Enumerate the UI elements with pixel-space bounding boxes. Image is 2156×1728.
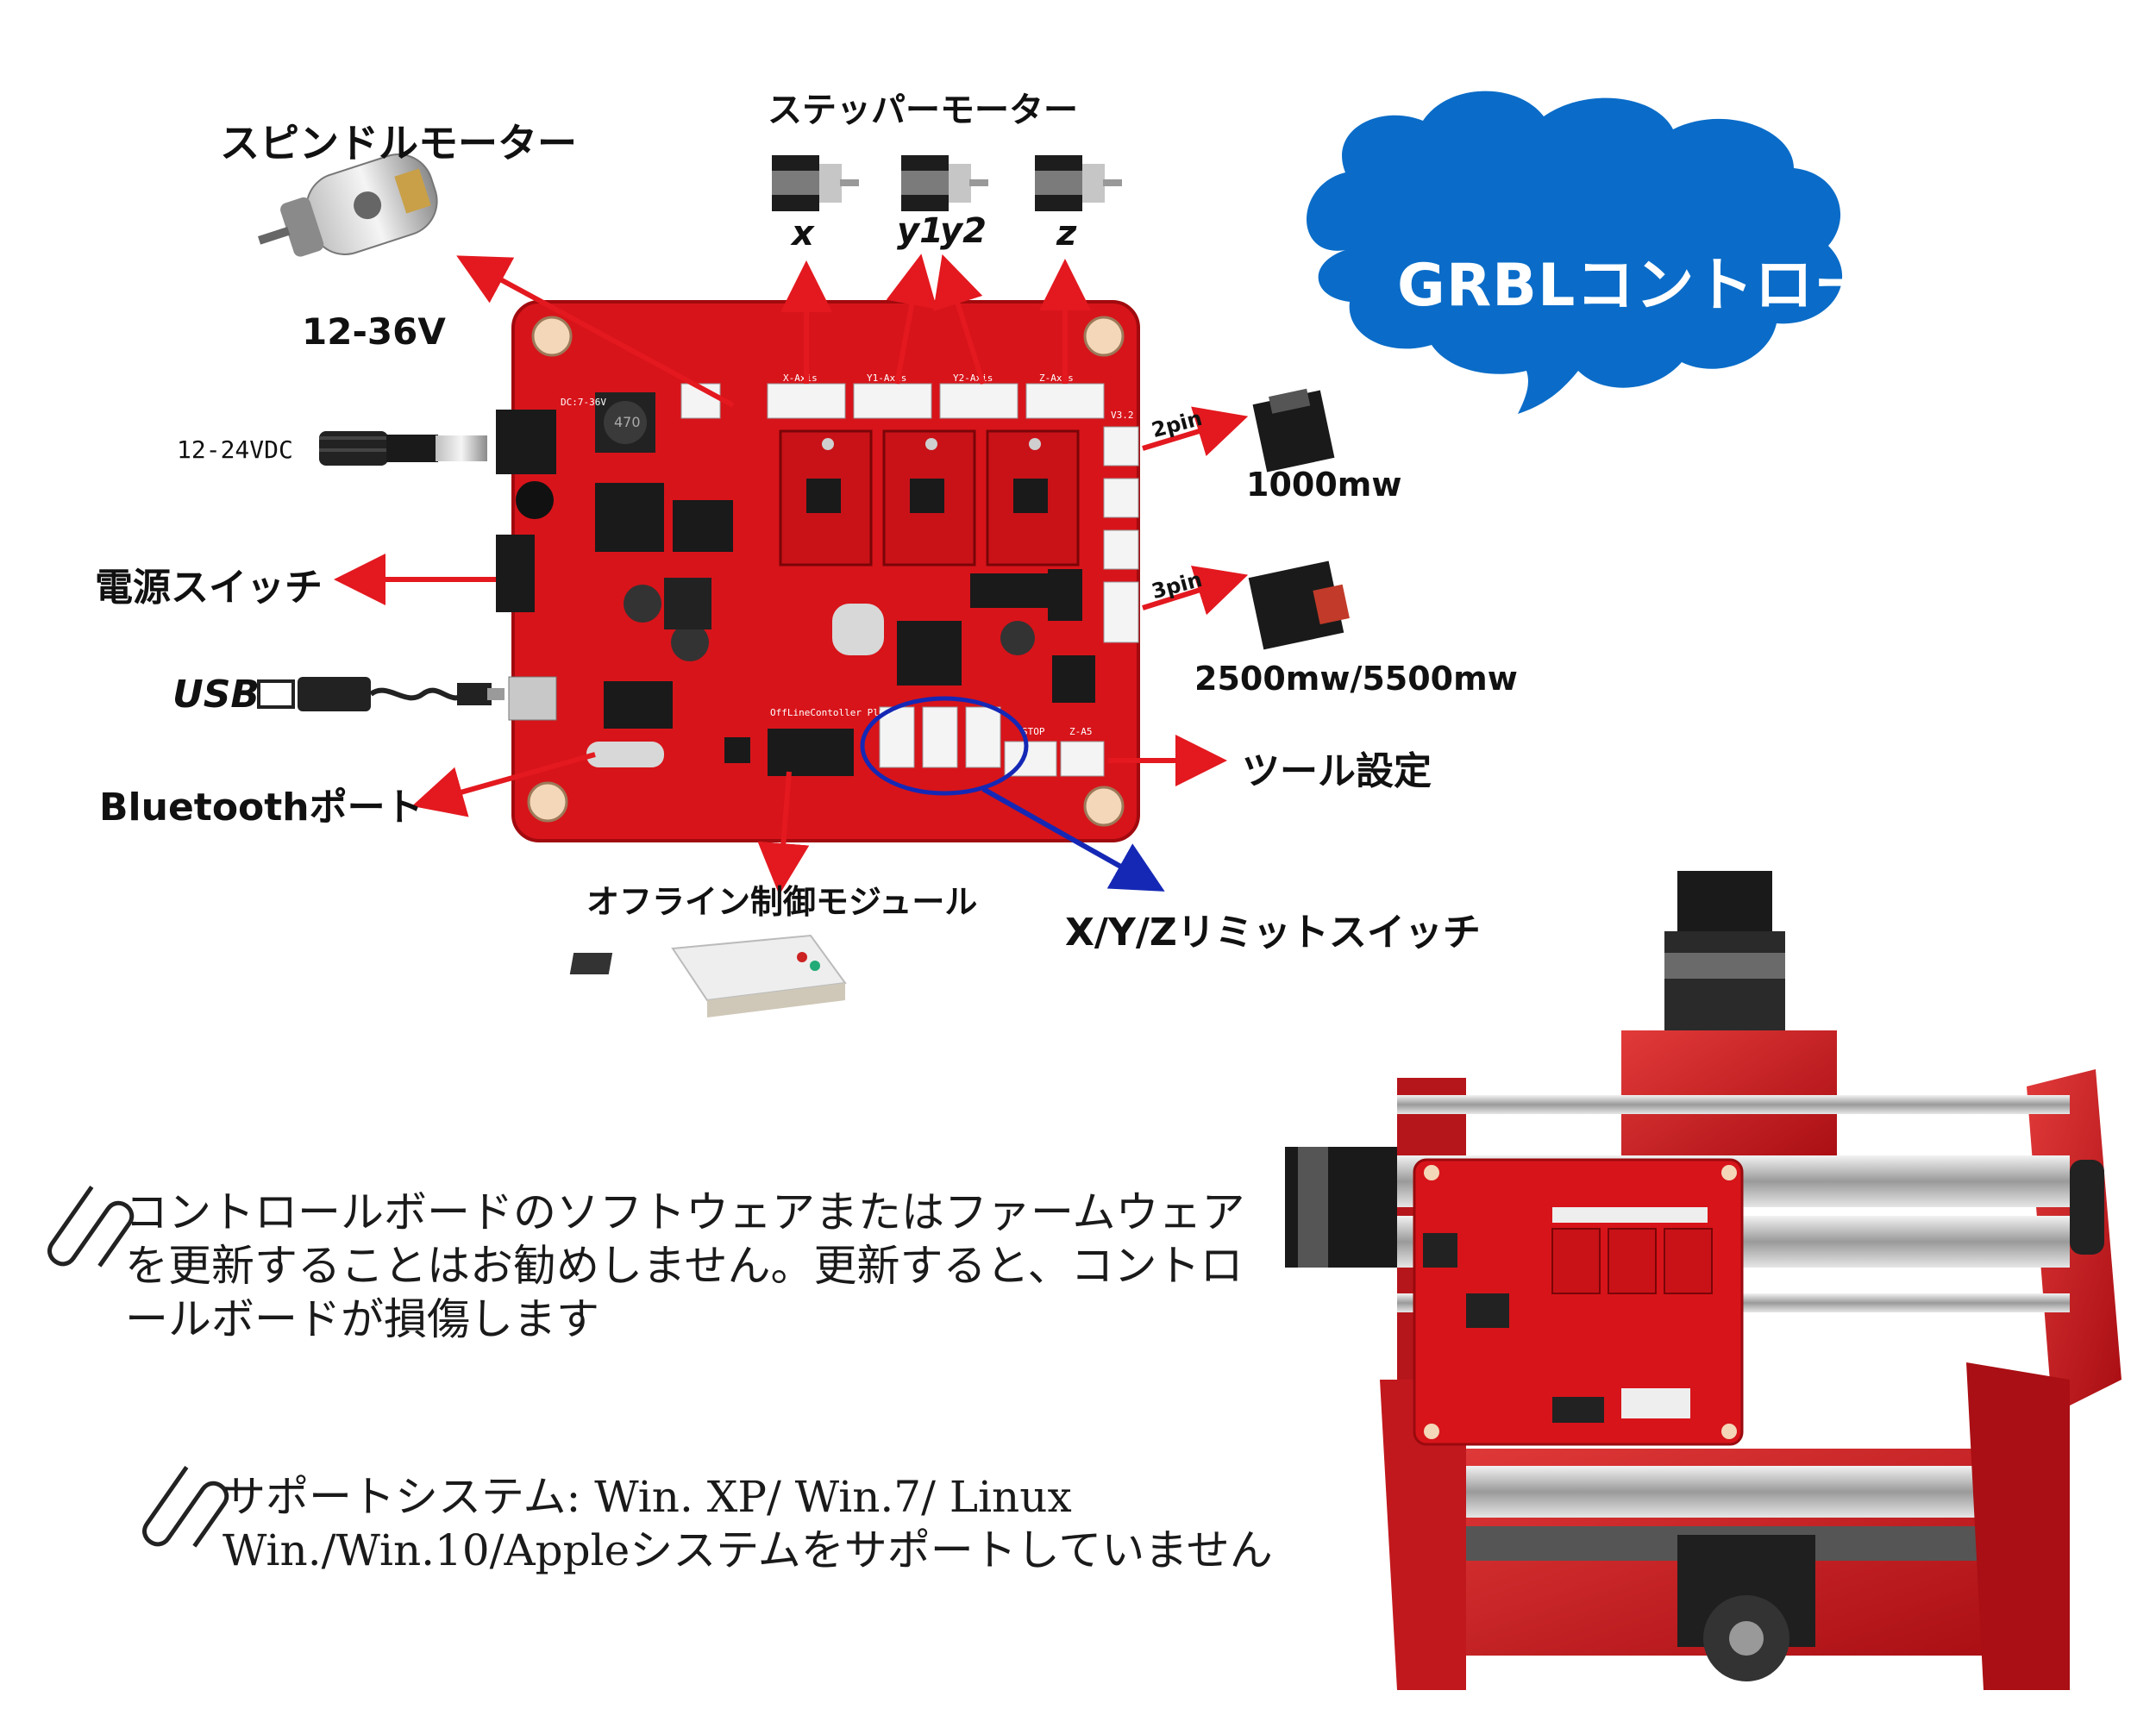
- label-stepper-motor: ステッパーモーター: [768, 91, 1078, 130]
- limit-switch-highlight: [860, 696, 1029, 796]
- paperclip-icon: [47, 1186, 135, 1268]
- label-spindle-voltage: 12-36V: [302, 310, 446, 353]
- label-power-switch: 電源スイッチ: [95, 566, 323, 610]
- label-laser-high: 2500mw/5500mw: [1194, 660, 1518, 698]
- laser-high-power-image: [1248, 560, 1350, 650]
- usb-cable-image: [257, 677, 505, 711]
- arrow-y1: [886, 254, 937, 385]
- label-laser-1000: 1000mw: [1246, 466, 1402, 504]
- paperclip-icon-2: [142, 1466, 229, 1548]
- silk-offline-plug: OffLineContoller Plug: [770, 707, 890, 718]
- grbl-control-board: DC:7-36V OffLineContoller Plug X-Axis Y1…: [496, 300, 1140, 842]
- label-axis-z: z: [1056, 214, 1077, 254]
- label-axis-y1: y1: [897, 211, 943, 251]
- arrow-y2: [933, 254, 986, 385]
- arrow-offline: [757, 771, 810, 895]
- label-dc-input: 12-24VDC: [177, 435, 293, 464]
- arrow-3pin: [1142, 565, 1249, 616]
- label-tool-setting: ツール設定: [1242, 749, 1432, 793]
- note-supported-systems: サポートシステム: Win. XP/ Win.7/ Linux Win./Win…: [222, 1472, 1273, 1575]
- arrow-2pin: [1142, 406, 1249, 456]
- silk-x-axis: X-Axis: [783, 373, 818, 384]
- arrow-bluetooth: [411, 752, 596, 817]
- arrow-limit-switch: [981, 786, 1165, 892]
- silk-dc: DC:7-36V: [561, 397, 606, 408]
- silk-y2-axis: Y2-Axis: [953, 373, 993, 384]
- title-cloud: [1307, 91, 1843, 414]
- label-bluetooth-port: Bluetoothポート: [99, 786, 423, 830]
- cnc-machine-image: [1285, 871, 2122, 1690]
- label-axis-x: x: [792, 214, 814, 254]
- note-firmware-warning: コントロールボードのソフトウェアまたはファームウェアを更新することはお勧めしませ…: [125, 1187, 1245, 1344]
- laser-1000mw-image: [1252, 388, 1335, 473]
- offline-controller-image: [569, 934, 847, 1017]
- silk-inductor: 470: [614, 414, 641, 430]
- stepper-motors-image: [772, 155, 1122, 211]
- label-axis-y2: y2: [940, 211, 987, 251]
- label-limit-switch: X/Y/Zリミットスイッチ: [1065, 911, 1481, 955]
- cloud-title: GRBLコントロールボード: [1397, 252, 2112, 320]
- silk-z-axis: Z-Axis: [1039, 373, 1074, 384]
- label-spindle-motor: スピンドルモーター: [220, 120, 577, 166]
- silk-z-a5: Z-A5: [1069, 726, 1093, 737]
- silk-stop: STOP: [1022, 726, 1045, 737]
- spindle-motor-image: [258, 153, 438, 257]
- label-offline-module: オフライン制御モジュール: [586, 883, 978, 921]
- dc-power-plug-image: [319, 431, 487, 466]
- silk-version: V3.2: [1111, 410, 1134, 421]
- red-arrows: [334, 254, 1249, 895]
- arrow-spindle: [456, 255, 735, 408]
- label-usb: USB: [172, 673, 260, 717]
